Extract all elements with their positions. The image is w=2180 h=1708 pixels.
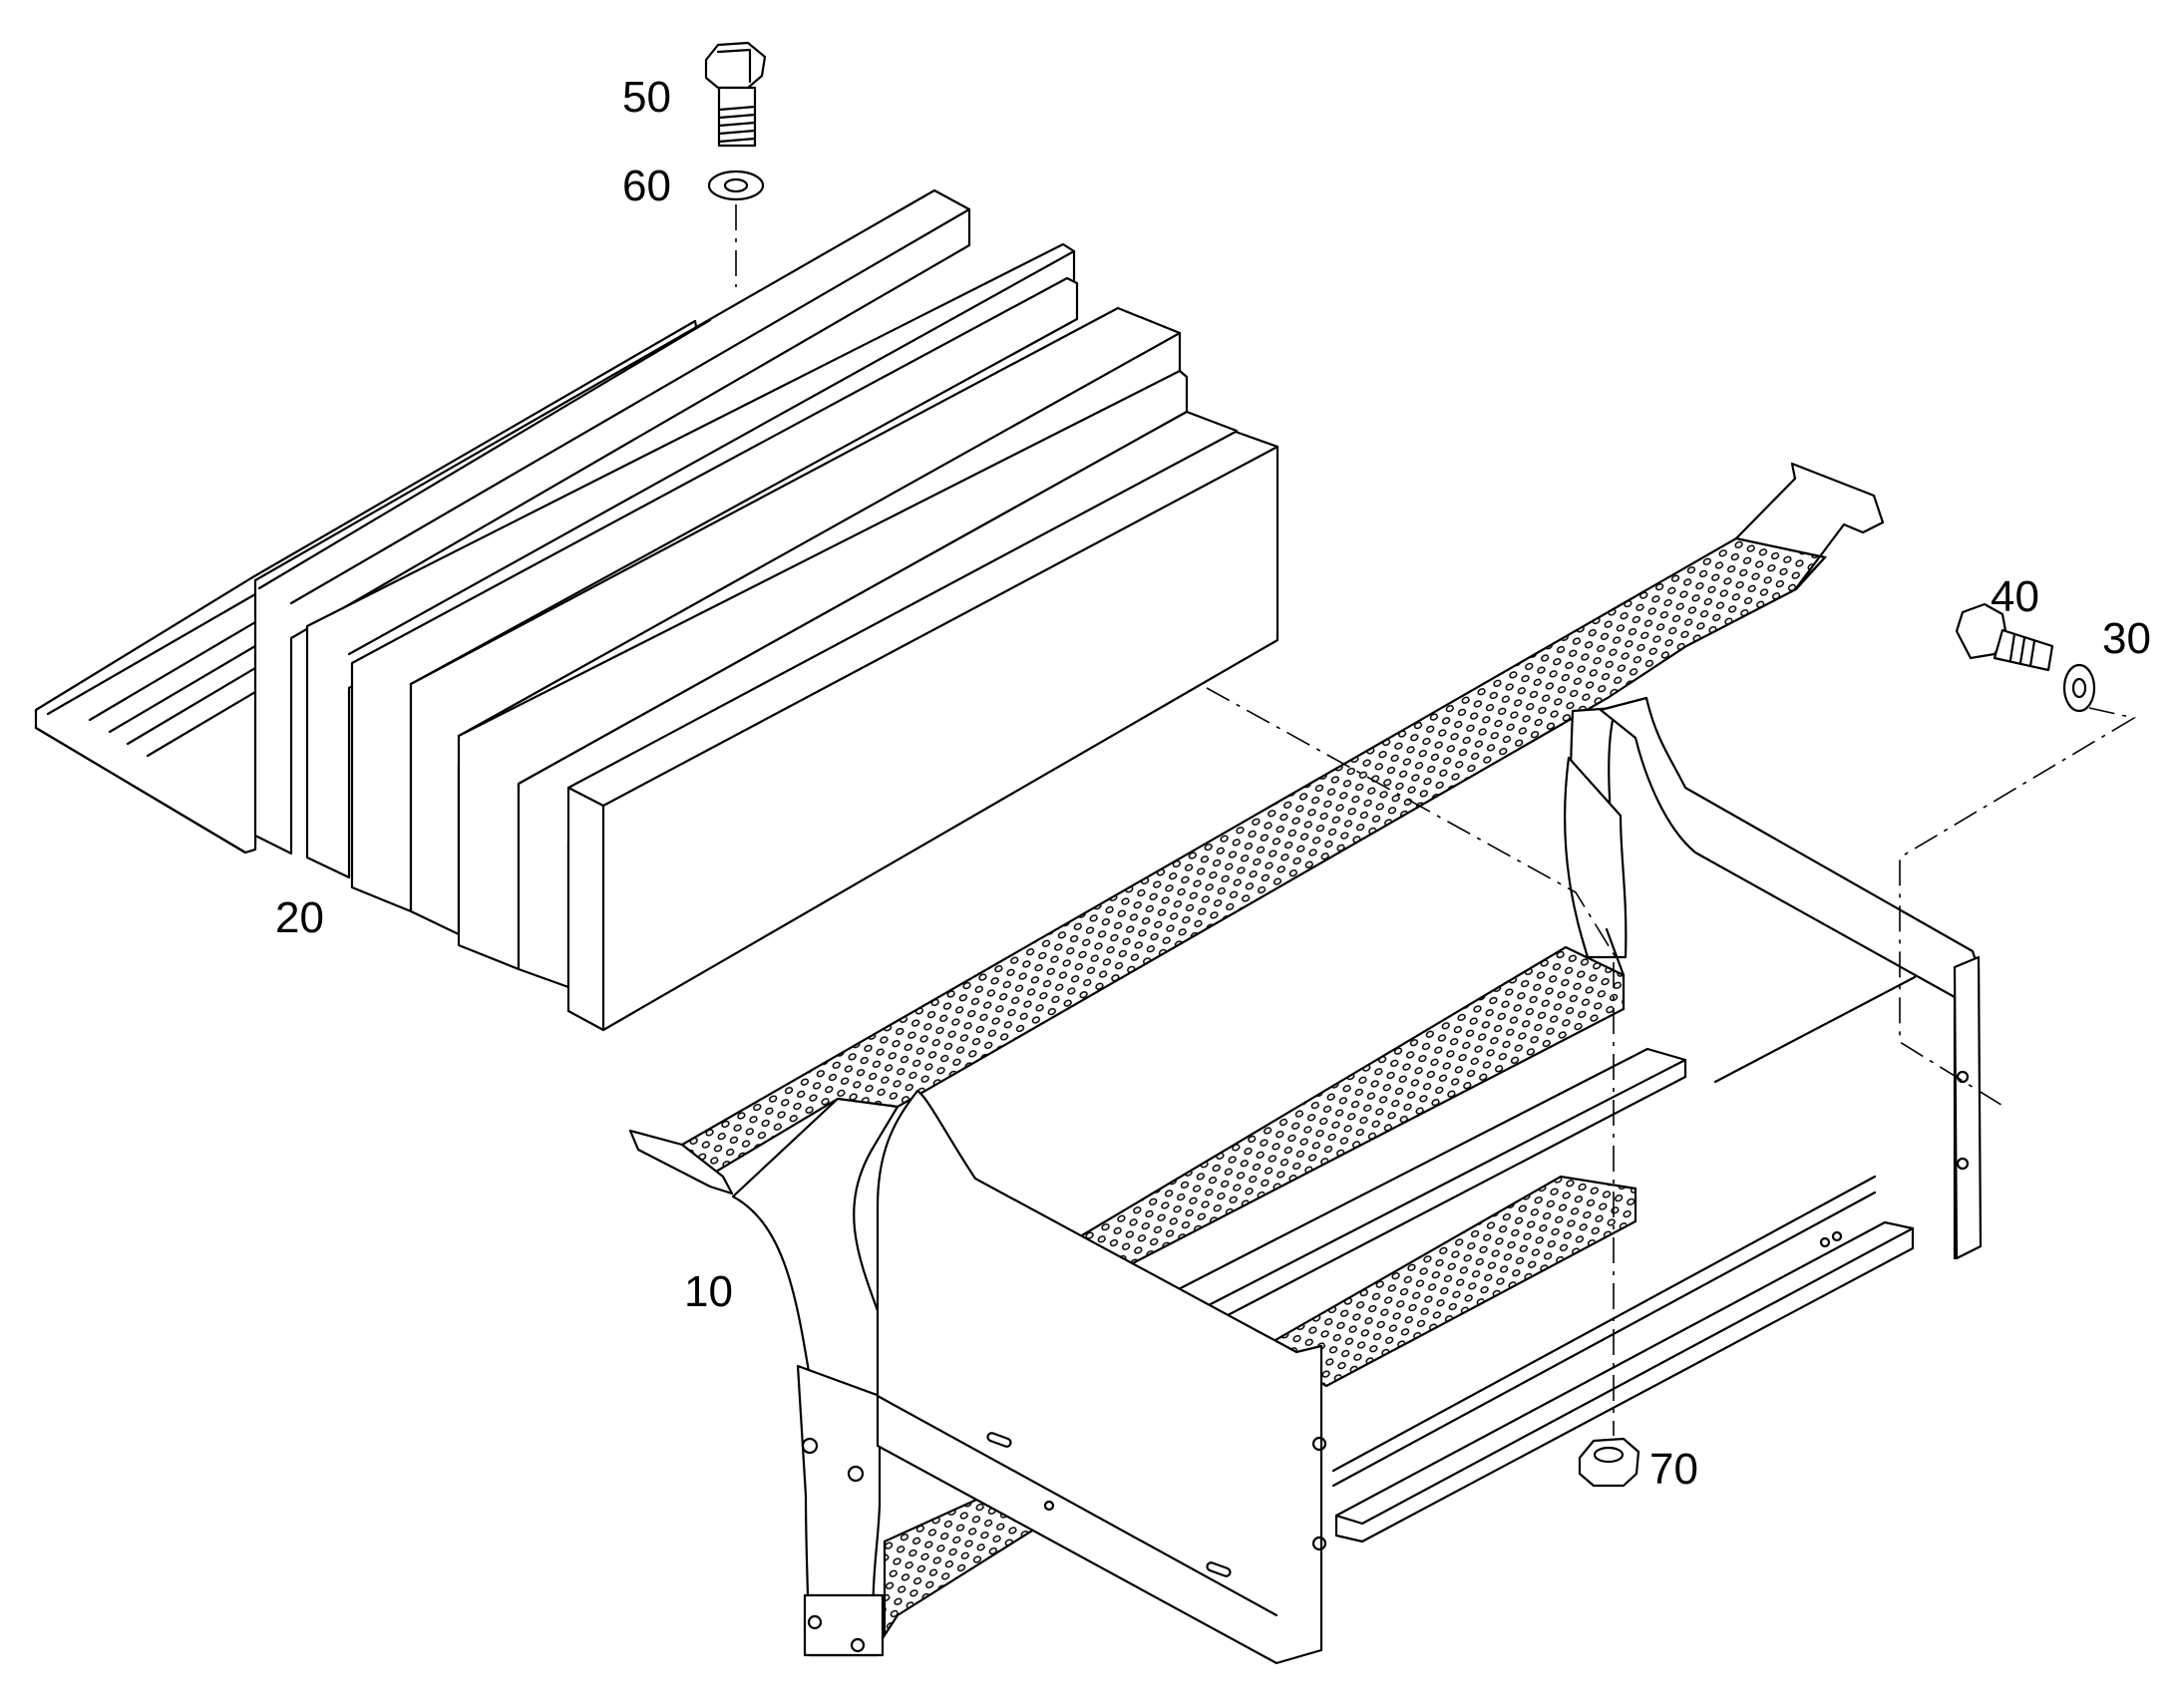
label-part-40: 40 — [1991, 572, 2039, 621]
label-part-50: 50 — [622, 73, 671, 122]
step-frame-part — [628, 462, 1983, 1665]
washer-right — [2062, 663, 2096, 713]
hex-bolt-top — [704, 41, 767, 148]
step-block-part — [34, 188, 1279, 1032]
label-part-70: 70 — [1649, 1445, 1698, 1494]
label-part-60: 60 — [622, 162, 671, 210]
washer-top — [707, 170, 765, 201]
hex-nut — [1578, 1437, 1640, 1488]
assembly-lines — [735, 204, 2137, 1436]
label-part-20: 20 — [275, 893, 324, 942]
label-part-10: 10 — [684, 1267, 733, 1316]
hex-bolt-right — [1955, 602, 2054, 672]
label-part-30: 30 — [2102, 614, 2151, 663]
